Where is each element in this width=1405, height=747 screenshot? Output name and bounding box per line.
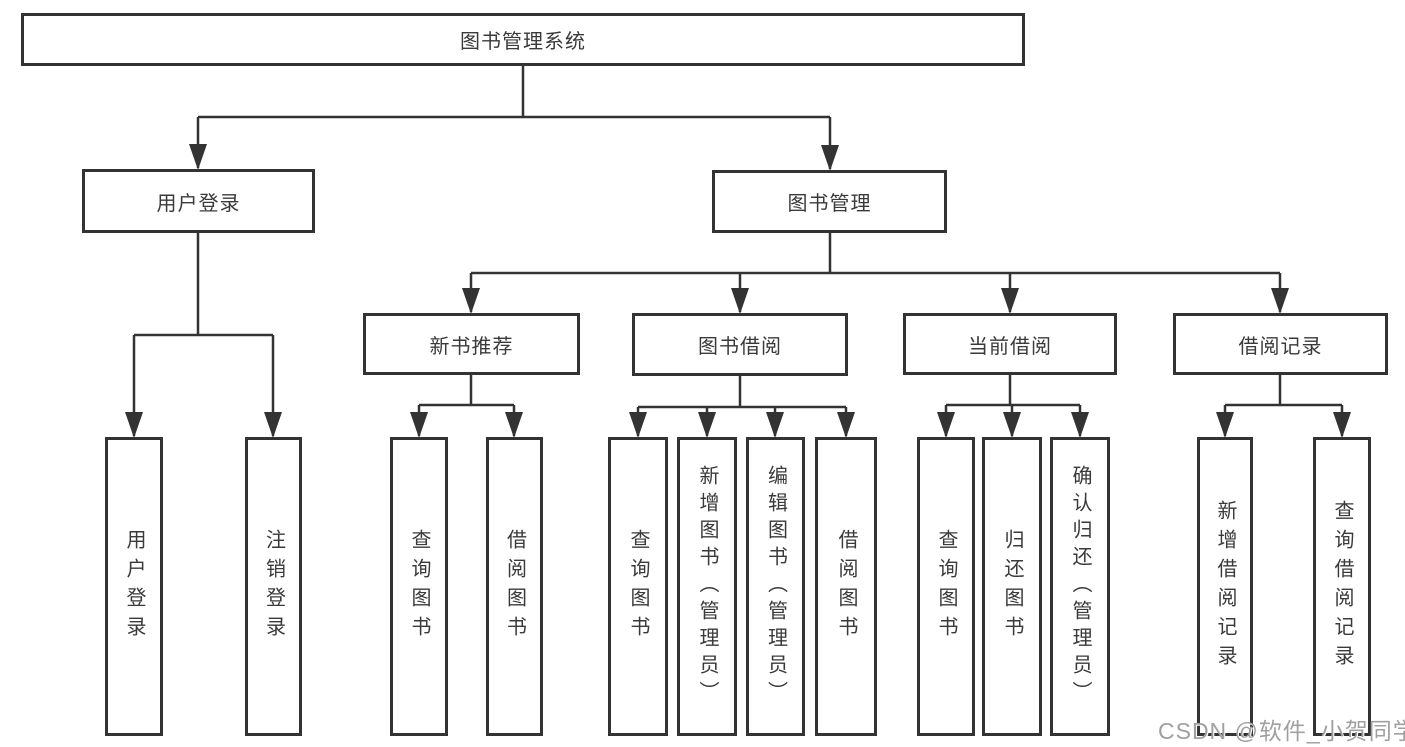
leaf-borrow-books-recommend: 借阅图书 bbox=[486, 437, 543, 736]
arrowhead-icon bbox=[1071, 412, 1089, 438]
node-new-book-recommend: 新书推荐 bbox=[363, 313, 580, 375]
leaf-borrow-books-recommend-label: 借阅图书 bbox=[503, 528, 526, 645]
leaf-user-login-label: 用户登录 bbox=[123, 528, 145, 645]
node-book-management: 图书管理 bbox=[712, 170, 947, 233]
leaf-add-book-admin-label: 新增图书（管理员） bbox=[696, 465, 718, 708]
leaf-edit-book-admin-label: 编辑图书（管理员） bbox=[764, 465, 787, 708]
node-current-borrowing: 当前借阅 bbox=[903, 313, 1117, 375]
arrowhead-icon bbox=[698, 412, 716, 438]
leaf-return-books-label: 归还图书 bbox=[1001, 528, 1023, 645]
leaf-query-books-recommend-label: 查询图书 bbox=[408, 528, 430, 645]
leaf-edit-book-admin: 编辑图书（管理员） bbox=[746, 437, 805, 736]
leaf-add-borrow-record: 新增借阅记录 bbox=[1197, 437, 1253, 736]
arrowhead-icon bbox=[1001, 288, 1019, 314]
leaf-query-borrow-record: 查询借阅记录 bbox=[1313, 437, 1371, 736]
arrowhead-group bbox=[125, 144, 1351, 438]
node-library-management-system: 图书管理系统 bbox=[21, 13, 1025, 66]
leaf-user-login: 用户登录 bbox=[105, 437, 163, 736]
arrowhead-icon bbox=[125, 412, 143, 438]
connector-paths bbox=[132, 66, 1344, 436]
arrowhead-icon bbox=[937, 412, 955, 438]
leaf-borrow-books-borrowing-label: 借阅图书 bbox=[835, 528, 857, 645]
csdn-watermark: CSDN @软件_小贺同学 bbox=[1158, 718, 1405, 744]
node-borrowing-records: 借阅记录 bbox=[1173, 313, 1388, 375]
arrowhead-icon bbox=[1216, 412, 1234, 438]
arrowhead-icon bbox=[731, 288, 749, 314]
leaf-return-books: 归还图书 bbox=[982, 437, 1042, 736]
leaf-logout-login: 注销登录 bbox=[245, 437, 302, 736]
leaf-query-books-current-label: 查询图书 bbox=[935, 528, 957, 645]
leaf-add-book-admin: 新增图书（管理员） bbox=[677, 437, 737, 736]
arrowhead-icon bbox=[629, 412, 647, 438]
leaf-confirm-return-admin: 确认归还（管理员） bbox=[1050, 437, 1110, 736]
arrowhead-icon bbox=[1271, 288, 1289, 314]
leaf-query-books-current: 查询图书 bbox=[917, 437, 975, 736]
arrowhead-icon bbox=[837, 412, 855, 438]
arrowhead-icon bbox=[766, 412, 784, 438]
node-user-login: 用户登录 bbox=[82, 169, 315, 233]
node-book-borrowing: 图书借阅 bbox=[632, 313, 848, 376]
arrowhead-icon bbox=[1003, 412, 1021, 438]
leaf-logout-login-label: 注销登录 bbox=[262, 528, 285, 645]
arrowhead-icon bbox=[821, 145, 839, 171]
leaf-query-borrow-record-label: 查询借阅记录 bbox=[1331, 499, 1353, 674]
leaf-query-books-recommend: 查询图书 bbox=[390, 437, 448, 736]
leaf-add-borrow-record-label: 新增借阅记录 bbox=[1214, 499, 1236, 674]
arrowhead-icon bbox=[1333, 412, 1351, 438]
arrowhead-icon bbox=[189, 144, 207, 170]
leaf-confirm-return-admin-label: 确认归还（管理员） bbox=[1069, 465, 1091, 708]
leaf-query-books-borrowing: 查询图书 bbox=[608, 437, 668, 736]
leaf-borrow-books-borrowing: 借阅图书 bbox=[815, 437, 877, 736]
arrowhead-icon bbox=[462, 288, 480, 314]
arrowhead-icon bbox=[264, 412, 282, 438]
arrowhead-icon bbox=[410, 412, 428, 438]
leaf-query-books-borrowing-label: 查询图书 bbox=[627, 528, 649, 645]
arrowhead-icon bbox=[505, 412, 523, 438]
